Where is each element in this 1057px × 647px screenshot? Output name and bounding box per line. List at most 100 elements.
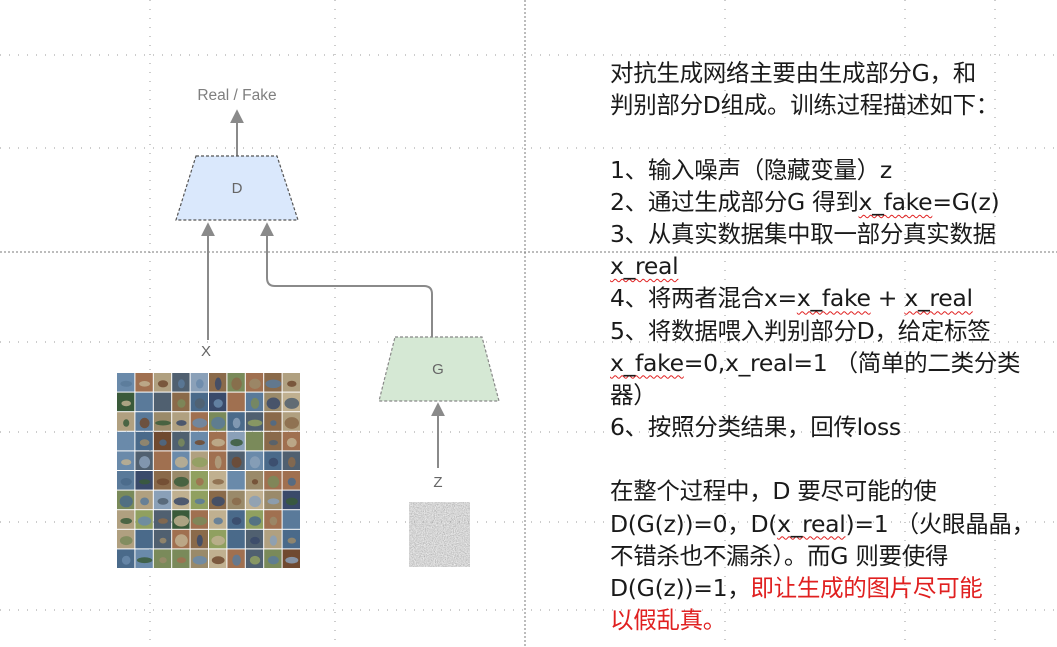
- sample-thumbnail-subject: [173, 515, 189, 527]
- sample-thumbnail-subject: [192, 555, 207, 565]
- summary-line-5: 以假乱真。: [610, 606, 726, 635]
- sample-thumbnail-subject: [213, 517, 223, 525]
- step-3-line-2: x_real: [610, 252, 679, 281]
- sample-thumbnail-subject: [287, 380, 297, 387]
- step-2: 2、通过生成部分G 得到x_fake=G(z): [610, 187, 1000, 216]
- sample-thumbnail-subject: [285, 556, 299, 564]
- sample-thumbnail-subject: [173, 476, 189, 487]
- discriminator-label: D: [232, 180, 243, 197]
- sample-thumbnail-subject: [123, 419, 130, 427]
- sample-thumbnail-subject: [176, 557, 186, 564]
- sample-thumbnail-subject: [174, 456, 188, 468]
- sample-thumbnail-subject: [232, 477, 241, 486]
- step-6: 6、按照分类结果，回传loss: [610, 413, 901, 442]
- summary-line-3: 不错杀也不漏杀）。而G 则要使得: [610, 541, 949, 570]
- sample-thumbnail-subject: [178, 438, 185, 447]
- sample-thumbnail-subject: [196, 534, 203, 547]
- sample-thumbnail-subject: [231, 456, 242, 468]
- sample-thumbnail-subject: [270, 420, 277, 426]
- sample-thumbnail-subject: [213, 399, 223, 408]
- discriminator-block: [175, 155, 299, 221]
- real-image-grid: [117, 373, 300, 568]
- sample-thumbnail-subject: [232, 535, 242, 546]
- sample-thumbnail-subject: [211, 438, 225, 447]
- sample-thumbnail-subject: [247, 439, 263, 446]
- sample-thumbnail-subject: [119, 536, 133, 546]
- sample-thumbnail-subject: [121, 555, 131, 565]
- sample-thumbnail-subject: [267, 556, 279, 565]
- z-label: Z: [433, 474, 442, 491]
- sample-thumbnail-subject: [286, 437, 297, 448]
- sample-thumbnail-subject: [250, 536, 260, 545]
- sample-thumbnail-subject: [194, 398, 205, 409]
- sample-thumbnail-subject: [120, 380, 132, 387]
- sample-thumbnail-subject: [137, 399, 153, 408]
- sample-thumbnail-subject: [175, 534, 188, 547]
- sample-thumbnail-subject: [286, 516, 298, 526]
- sample-thumbnail-subject: [212, 479, 224, 485]
- sample-thumbnail-subject: [136, 557, 153, 564]
- sample-thumbnail-subject: [119, 495, 133, 508]
- generator-block: [378, 336, 500, 402]
- step-1: 1、输入噪声（隐藏变量）z: [610, 155, 892, 184]
- sample-thumbnail-subject: [176, 420, 187, 426]
- sample-thumbnail-subject: [284, 417, 299, 429]
- generator-to-discriminator-arrow: [260, 222, 433, 337]
- sample-thumbnail-subject: [287, 477, 296, 486]
- sample-thumbnail-subject: [214, 377, 222, 391]
- sample-thumbnail-subject: [248, 516, 262, 526]
- sample-thumbnail-subject: [211, 556, 225, 565]
- sample-thumbnail-subject: [192, 516, 208, 526]
- intro-line-2: 判别部分D组成。训练过程描述如下：: [610, 91, 999, 120]
- sample-thumbnail-subject: [159, 439, 167, 446]
- generator-label: G: [432, 361, 444, 378]
- sample-thumbnail-subject: [249, 555, 261, 565]
- sample-thumbnail-subject: [139, 456, 151, 469]
- sample-thumbnail-subject: [267, 475, 280, 488]
- sample-thumbnail-subject: [158, 397, 168, 409]
- summary-line-4: D(G(z))=1，即让生成的图片尽可能: [610, 574, 983, 602]
- sample-thumbnail-subject: [139, 439, 150, 446]
- sample-thumbnail-subject: [137, 516, 152, 526]
- sample-thumbnail-subject: [155, 420, 171, 426]
- sample-thumbnail-subject: [178, 379, 185, 389]
- sample-thumbnail-subject: [266, 397, 281, 410]
- sample-thumbnail-subject: [159, 537, 167, 544]
- sample-thumbnail-subject: [155, 456, 171, 469]
- sample-thumbnail-subject: [139, 417, 150, 429]
- sample-thumbnail-subject: [157, 380, 169, 388]
- real-fake-label: Real / Fake: [197, 87, 276, 104]
- sample-thumbnail-subject: [250, 397, 260, 409]
- sample-thumbnail-subject: [267, 498, 280, 505]
- sample-thumbnail-subject: [139, 381, 151, 387]
- sample-thumbnail-subject: [232, 417, 241, 429]
- sample-thumbnail-subject: [177, 399, 186, 408]
- sample-thumbnail-subject: [157, 498, 169, 505]
- sample-thumbnail-subject: [196, 379, 204, 389]
- sample-thumbnail-subject: [192, 418, 208, 428]
- sample-thumbnail-subject: [159, 557, 167, 564]
- gan-diagram: Real / Fake D X G Z: [117, 87, 500, 568]
- sample-thumbnail-subject: [288, 457, 296, 468]
- sample-thumbnail-subject: [211, 496, 225, 507]
- sample-thumbnail-subject: [249, 378, 261, 389]
- sample-thumbnail-subject: [173, 497, 190, 506]
- sample-thumbnail-subject: [268, 440, 278, 446]
- sample-thumbnail-subject: [122, 439, 130, 447]
- step-5-line-2: x_fake=0,x_real=1 （简单的二类分类: [610, 348, 1021, 377]
- noise-image: [409, 502, 470, 567]
- sample-thumbnail-subject: [269, 516, 278, 526]
- sample-thumbnail-subject: [191, 457, 208, 468]
- sample-thumbnail-subject: [268, 457, 279, 467]
- sample-thumbnail-subject: [121, 400, 131, 407]
- sample-thumbnail-subject: [269, 535, 278, 546]
- sample-thumbnail-subject: [265, 379, 282, 389]
- sample-thumbnail-subject: [285, 497, 298, 506]
- sample-thumbnail-subject: [211, 535, 225, 546]
- sample-thumbnail-subject: [232, 554, 241, 566]
- sample-thumbnail-subject: [248, 495, 262, 508]
- sample-thumbnail-subject: [251, 479, 259, 485]
- sample-thumbnail-subject: [194, 498, 205, 505]
- sample-thumbnail-subject: [231, 377, 242, 391]
